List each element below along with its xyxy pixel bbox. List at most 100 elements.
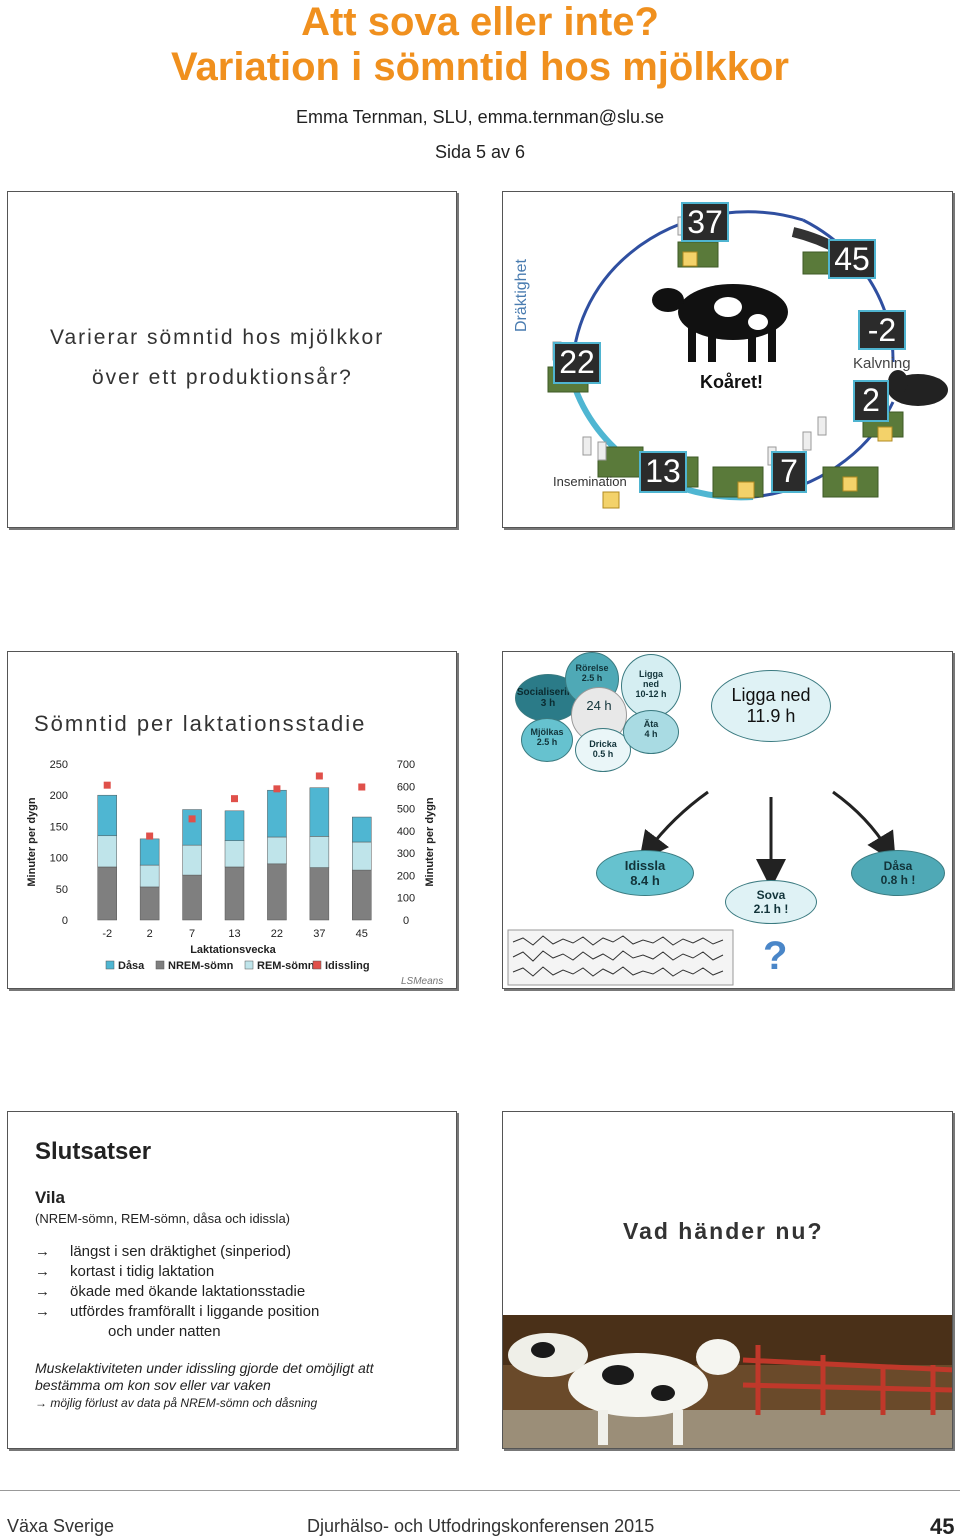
note-line1: Muskelaktiviteten under idissling gjorde… <box>35 1360 374 1376</box>
bubble-sova: Sova 2.1 h ! <box>725 880 817 924</box>
legend-swatch <box>155 960 165 970</box>
bullet-list: →längst i sen dräktighet (sinperiod) →ko… <box>35 1243 445 1343</box>
y-axis-label-right: Minuter per dygn <box>424 797 436 887</box>
bar-top-segment <box>139 838 160 866</box>
week-22: 22 <box>553 342 601 384</box>
ligga-ned-total-label: Ligga ned <box>731 685 811 705</box>
week-7: 7 <box>771 451 807 493</box>
socialisering-label: Socialisering <box>516 687 580 698</box>
slide-question-line2: över ett produktionsår? <box>92 366 353 389</box>
chart-slide-title: Sömntid per laktationsstadie <box>34 711 367 736</box>
bar-rem-segment <box>309 836 330 868</box>
legend-label: NREM-sömn <box>168 960 234 972</box>
idissling-marker <box>358 783 366 791</box>
rorelse-label: Rörelse <box>575 663 609 673</box>
week-45: 45 <box>828 239 876 279</box>
conclusions-title: Slutsatser <box>35 1138 152 1165</box>
right-tick-label: 700 <box>397 759 415 771</box>
bar-top-segment <box>97 794 117 837</box>
slide-what-next: Vad händer nu? <box>502 1111 953 1449</box>
y-axis-label-left: Minuter per dygn <box>26 797 38 887</box>
cow-spots <box>714 297 768 330</box>
sleep-stack-chart: 0501001502002500100200300400500600700Min… <box>26 759 436 972</box>
ligga-hours: 10-12 h <box>635 689 667 699</box>
bubble-mjolkas: Mjölkas 2.5 h <box>521 718 573 762</box>
slide-daily-time-budget: Socialisering 3 h Rörelse 2.5 h Ligga ne… <box>502 651 953 989</box>
week-minus2: -2 <box>858 310 906 350</box>
legend-swatch <box>105 960 115 970</box>
bubble-dasa: Dåsa 0.8 h ! <box>851 850 945 896</box>
bar-nrem-segment <box>224 866 245 921</box>
left-tick-label: 250 <box>50 759 68 771</box>
bullet-2-text: kortast i tidig laktation <box>70 1263 215 1280</box>
bar-rem-segment <box>267 836 287 865</box>
page-title-line1: Att sova eller inte? <box>301 0 659 44</box>
sova-hours: 2.1 h ! <box>753 902 789 916</box>
right-tick-label: 100 <box>397 893 415 905</box>
insemination-label: Insemination <box>553 474 627 489</box>
bar-rem-segment <box>97 835 117 868</box>
barn-stalls <box>742 1345 952 1415</box>
ligga-label: Ligga <box>639 669 663 679</box>
author-line: Emma Ternman, SLU, emma.ternman@slu.se <box>295 107 665 127</box>
x-tick-label: -2 <box>102 928 112 940</box>
bar-top-segment <box>224 810 245 842</box>
slide-question-line1: Varierar sömntid hos mjölkkor <box>50 326 385 349</box>
slide-question: Varierar sömntid hos mjölkkor över ett p… <box>7 191 457 528</box>
x-tick-label: 7 <box>189 928 195 940</box>
dricka-hours: 0.5 h <box>592 749 614 759</box>
arrow-to-idissla <box>638 790 709 862</box>
week-13: 13 <box>639 451 687 493</box>
conclusions-paren: (NREM-sömn, REM-sömn, dåsa och idissla) <box>35 1211 291 1226</box>
bullet-1-text: längst i sen dräktighet (sinperiod) <box>70 1243 291 1260</box>
footer-center: Djurhälso- och Utfodringskonferensen 201… <box>307 1516 655 1536</box>
bullet-4-continuation: och under natten <box>108 1323 221 1340</box>
footer-left: Växa Sverige <box>7 1516 115 1536</box>
right-tick-label: 200 <box>397 870 415 882</box>
idissling-marker <box>146 832 154 840</box>
bar-nrem-segment <box>139 886 160 921</box>
legend-swatch <box>244 960 254 970</box>
week-2: 2 <box>853 380 889 422</box>
x-tick-label: 37 <box>313 928 325 940</box>
sova-label: Sova <box>756 888 786 902</box>
bar-rem-segment <box>224 840 245 868</box>
ata-hours: 4 h <box>644 729 658 739</box>
footer-page-number: 45 <box>930 1514 955 1537</box>
slide-conclusions: Slutsatser Vila (NREM-sömn, REM-sömn, då… <box>7 1111 457 1449</box>
bullet-4-text: utfördes framförallt i liggande position <box>70 1303 320 1320</box>
left-tick-label: 200 <box>50 790 68 802</box>
question-mark-text: ? <box>763 934 788 978</box>
left-tick-label: 150 <box>50 821 68 833</box>
eeg-trace <box>507 929 734 986</box>
kalvning-label: Kalvning <box>853 355 911 372</box>
bubble-ata: Äta 4 h <box>623 710 679 754</box>
bullet-2: →kortast i tidig laktation <box>35 1263 215 1280</box>
bullet-3-text: ökade med ökande laktationsstadie <box>70 1283 306 1300</box>
koaret-label: Koåret! <box>700 372 764 392</box>
idissling-marker <box>315 772 323 780</box>
bar-nrem-segment <box>97 866 117 921</box>
bubble-dricka: Dricka 0.5 h <box>575 728 631 772</box>
cow-photo-icons <box>508 1333 740 1445</box>
legend-label: Idissling <box>325 960 370 972</box>
dasa-label: Dåsa <box>883 859 913 873</box>
week-37: 37 <box>681 202 729 242</box>
idissling-marker <box>103 781 111 789</box>
right-tick-label: 0 <box>403 915 409 927</box>
ligga-ned-total-hours: 11.9 h <box>746 706 796 726</box>
bar-nrem-segment <box>182 874 202 921</box>
legend-swatch <box>312 960 322 970</box>
bar-top-segment <box>267 789 287 838</box>
dricka-label: Dricka <box>589 739 617 749</box>
bubble-ligga-ned-total: Ligga ned 11.9 h <box>711 670 831 742</box>
footer: Växa Sverige Djurhälso- och Utfodringsko… <box>0 1490 960 1537</box>
idissling-marker <box>188 815 196 823</box>
barn-photo <box>503 1315 952 1448</box>
time-budget-arrows <box>507 790 896 986</box>
mjolkas-label: Mjölkas <box>530 727 564 737</box>
bubble-idissla: Idissla 8.4 h <box>596 850 694 896</box>
bar-top-segment <box>182 809 202 846</box>
ligga-ned-label: ned <box>642 679 659 689</box>
bubble-ligga: Ligga ned 10-12 h <box>621 654 681 718</box>
